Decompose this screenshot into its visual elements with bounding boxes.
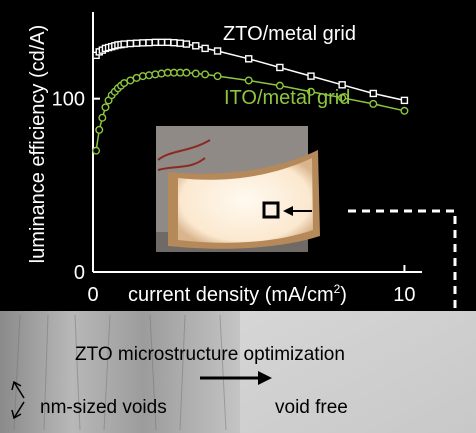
void-texture xyxy=(13,314,227,431)
ito-data-point xyxy=(95,125,104,134)
y-tick-label: 0 xyxy=(74,262,85,284)
ito-data-point xyxy=(213,72,222,81)
highlight-box xyxy=(262,201,280,219)
x-ticks: 0 10 xyxy=(87,265,416,306)
ito-data-point xyxy=(138,72,147,81)
ito-data-point xyxy=(182,68,191,77)
zto-data-point xyxy=(132,39,141,47)
x-axis-label: current density (mA/cm2) xyxy=(128,282,347,306)
ito-data-point xyxy=(201,70,210,79)
x-axis-label-sup: 2 xyxy=(334,282,341,296)
zto-data-point xyxy=(182,40,191,48)
zto-data-point xyxy=(245,55,253,63)
ito-data-point xyxy=(92,146,101,155)
x-axis-label-main: current density (mA/cm xyxy=(128,284,334,306)
ito-data-point xyxy=(98,113,107,122)
void-free-label: void free xyxy=(275,397,348,418)
ito-data-point xyxy=(157,69,166,78)
ito-series xyxy=(92,68,409,155)
y-tick-label: 100 xyxy=(52,89,85,111)
x-tick-label: 10 xyxy=(393,284,415,306)
zto-data-point xyxy=(170,38,178,47)
zto-data-point xyxy=(213,47,222,55)
ito-data-point xyxy=(369,99,378,108)
zto-data-point xyxy=(151,38,159,47)
zto-data-point xyxy=(201,44,209,53)
x-axis-label-end: ) xyxy=(340,284,347,306)
device-photo-inset xyxy=(156,126,320,252)
zto-data-point xyxy=(192,42,200,50)
x-tick-label: 0 xyxy=(87,284,98,306)
process-arrow-head xyxy=(258,371,272,385)
ito-data-point xyxy=(101,103,110,112)
ito-series-label: ITO/metal grid xyxy=(224,87,350,109)
photo-wires xyxy=(157,139,211,171)
y-axis-label: luminance efficiency (cd/A) xyxy=(27,25,49,264)
oled-panel-glow xyxy=(178,158,313,243)
highlight-arrow-head xyxy=(283,206,293,216)
dashed-leader-line xyxy=(348,209,457,311)
zto-data-point xyxy=(157,38,166,47)
voids-label: nm-sized voids xyxy=(40,397,167,418)
zto-data-point xyxy=(176,39,184,47)
ito-data-point xyxy=(338,93,347,102)
zto-series-label: ZTO/metal grid xyxy=(223,23,356,45)
zto-data-point xyxy=(120,40,128,48)
zto-data-point xyxy=(164,38,172,47)
chart: 0 10 0 100 luminance efficiency (cd/A) cur… xyxy=(27,12,422,306)
zto-data-point xyxy=(400,96,409,105)
zto-data-point xyxy=(126,39,135,48)
zto-data-point xyxy=(139,39,147,47)
zto-data-point xyxy=(307,72,315,80)
series-layer xyxy=(92,38,409,155)
ito-data-point xyxy=(275,81,284,90)
tem-image-voids xyxy=(0,311,240,433)
zto-series xyxy=(92,38,409,105)
tem-title: ZTO microstructure optimization xyxy=(75,344,345,365)
ito-data-point xyxy=(151,70,160,79)
ito-data-point xyxy=(145,71,154,80)
y-ticks: 0 100 xyxy=(52,89,100,284)
ito-data-point xyxy=(400,106,409,115)
void-pointer-icon xyxy=(11,380,25,420)
zto-data-point xyxy=(338,81,346,89)
ito-data-point xyxy=(244,76,253,85)
ito-data-point xyxy=(307,87,316,96)
ito-data-point xyxy=(191,69,200,78)
zto-data-point xyxy=(276,63,284,72)
zto-data-point xyxy=(145,38,153,47)
zto-data-point xyxy=(369,89,377,98)
tem-image-panel: ZTO microstructure optimization nm-sized… xyxy=(0,311,476,433)
tem-image-void-free xyxy=(240,311,476,433)
